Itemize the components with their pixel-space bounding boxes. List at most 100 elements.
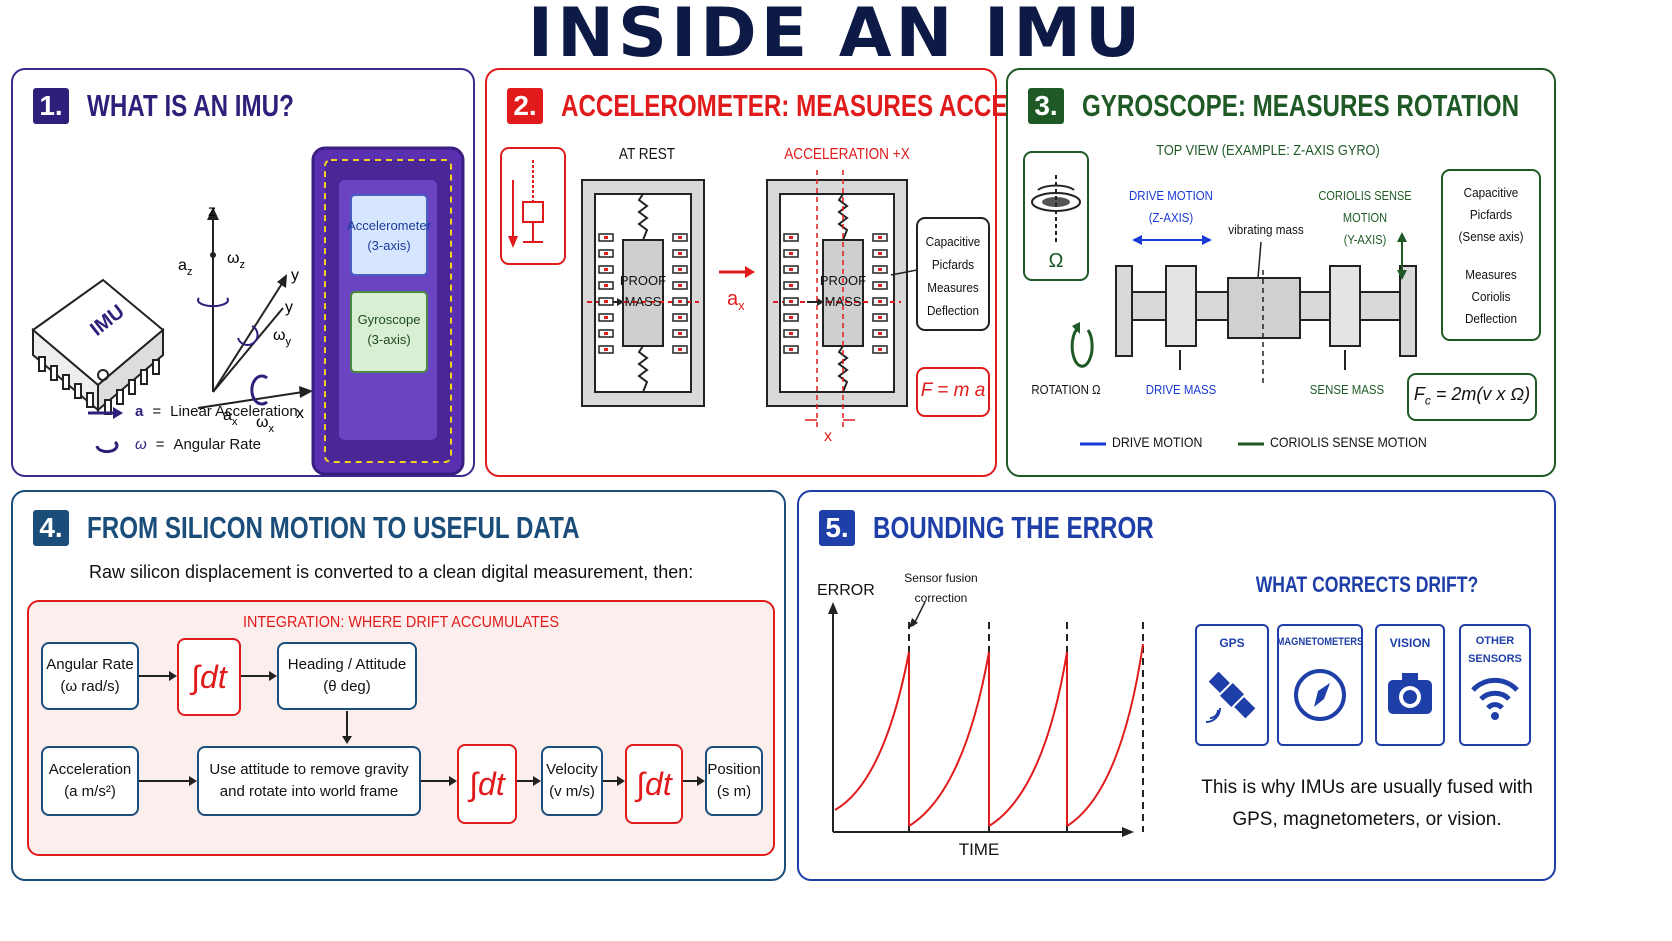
panel-title: FROM SILICON MOTION TO USEFUL DATA [87, 510, 580, 545]
panel-number: 4. [33, 510, 69, 546]
plate-marker [878, 316, 882, 319]
page-title: INSIDE AN IMU [527, 0, 1145, 73]
time-axis-label: TIME [958, 840, 1000, 859]
legend-symbol: ω [135, 436, 147, 453]
wz-label: ωz [227, 250, 245, 271]
integral-box-1: ∫dt [177, 638, 241, 716]
plate-marker [789, 300, 793, 303]
wx-label: ωx [256, 414, 275, 435]
wifi-icon [1471, 677, 1519, 720]
plate-marker [604, 348, 608, 351]
legend-drive-motion: DRIVE MOTION [1112, 434, 1203, 450]
sensor-magnetometers: MAGNETOMETERS [1277, 624, 1363, 746]
die-accel-label: Accelerometer [347, 218, 431, 233]
legend-linear: a = Linear Acceleration [135, 403, 298, 420]
plate-marker [678, 236, 682, 239]
legend-equals: = [155, 436, 165, 453]
plate-marker [789, 348, 793, 351]
plate-marker [678, 300, 682, 303]
panel-number: 5. [819, 510, 855, 546]
legend-coriolis-motion: CORIOLIS SENSE MOTION [1270, 434, 1427, 450]
spring-mass-icon [500, 147, 566, 265]
legend-text: Angular Rate [173, 436, 262, 453]
flow-arrows [139, 671, 705, 786]
spinning-top-icon [1031, 175, 1081, 242]
proof-label: PROOF [819, 273, 867, 288]
rotation-label: ROTATION Ω [1031, 382, 1101, 397]
error-axis-label: ERROR [817, 582, 875, 599]
panel-accelerometer: 2. ACCELEROMETER: MEASURES ACCELERATION [485, 68, 1129, 477]
legend-symbol: a [135, 403, 144, 420]
sensor-label: GPS [1219, 636, 1245, 650]
plate-marker [878, 300, 882, 303]
integral-box-3: ∫dt [625, 744, 683, 824]
panel-title: GYROSCOPE: MEASURES ROTATION [1082, 88, 1520, 123]
plate-marker [789, 284, 793, 287]
imu-chip-icon [31, 278, 165, 415]
at-rest-label: AT REST [618, 146, 676, 163]
axis-x-label: x [296, 405, 304, 422]
plate-marker [878, 236, 882, 239]
ax-label: ax [727, 288, 745, 313]
accelerometer-accelerating [766, 170, 908, 430]
plate-marker [789, 236, 793, 239]
wy-label: ωy [273, 327, 292, 348]
error-sawtooth-chart [828, 601, 1144, 837]
imu-die [311, 146, 465, 475]
sense-mass-label: SENSE MASS [1309, 382, 1385, 397]
plate-marker [878, 252, 882, 255]
sensor-vision: VISION [1375, 624, 1445, 746]
proof-mass-label: PROOF MASS [617, 270, 669, 312]
panel-what-is-imu: 1. WHAT IS AN IMU? IMU [11, 68, 475, 477]
top-view-label: TOP VIEW (EXAMPLE: Z-AXIS GYRO) [1156, 142, 1380, 159]
gyroscope-diagram [1023, 151, 1541, 446]
newton-formula: F = m a [920, 380, 986, 401]
proof-label: PROOF [619, 273, 667, 288]
panel-number: 3. [1028, 88, 1064, 124]
omega-symbol: Ω [1048, 250, 1064, 272]
position-box: Position(s m) [705, 746, 763, 816]
heading-attitude-box: Heading / Attitude(θ deg) [277, 642, 417, 710]
panel-title: BOUNDING THE ERROR [873, 510, 1154, 545]
camera-icon [1388, 673, 1432, 714]
axis-y-label: y [291, 267, 299, 284]
legend-text: Linear Acceleration [170, 403, 298, 420]
acceleration-box: Acceleration(a m/s²) [41, 746, 139, 816]
drive-motion-label: DRIVE MOTION(Z-AXIS) [1129, 188, 1213, 225]
plate-marker [878, 284, 882, 287]
legend-equals: = [152, 403, 162, 420]
ax-label: ax [223, 407, 238, 428]
plate-marker [678, 284, 682, 287]
die-gyro-label: Gyroscope [358, 312, 421, 327]
mass-label: MASS [624, 294, 662, 309]
plate-marker [604, 300, 608, 303]
drive-mass-label: DRIVE MASS [1145, 382, 1217, 397]
coriolis-label: CORIOLIS SENSE MOTION(Y-AXIS) [1318, 188, 1412, 247]
plate-marker [789, 332, 793, 335]
accelerometer-at-rest [581, 179, 705, 407]
integration-title: INTEGRATION: WHERE DRIFT ACCUMULATES [242, 614, 560, 631]
intro-text: Raw silicon displacement is converted to… [89, 562, 694, 582]
die-accel-sub: (3-axis) [367, 238, 410, 253]
x-displacement-label: x [824, 428, 832, 445]
plate-marker [604, 332, 608, 335]
plate-marker [604, 252, 608, 255]
accelerometer-diagram [500, 147, 990, 430]
plate-marker [789, 252, 793, 255]
plate-marker [604, 236, 608, 239]
plate-marker [878, 332, 882, 335]
plate-marker [604, 268, 608, 271]
panel-title: WHAT IS AN IMU? [87, 88, 294, 123]
az-label: az [178, 257, 192, 278]
acceleration-x-label: ACCELERATION +X [784, 146, 910, 163]
plate-marker [789, 316, 793, 319]
